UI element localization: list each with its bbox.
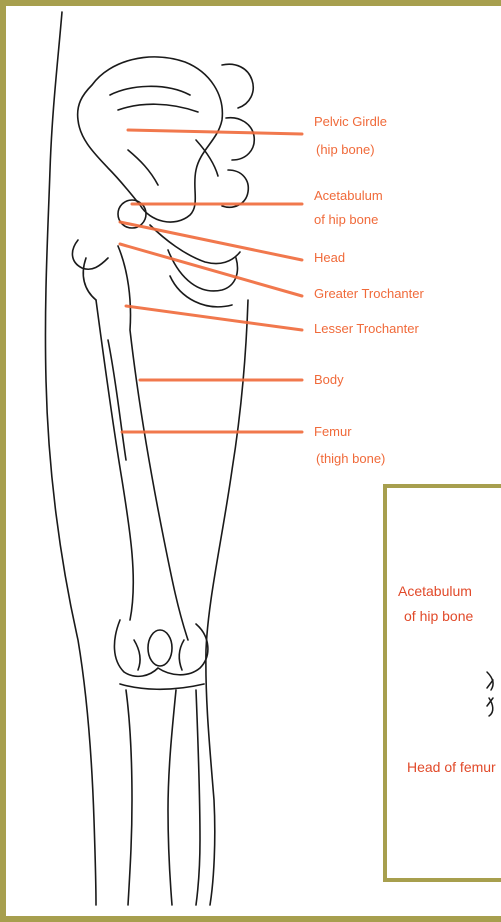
patella: [148, 630, 172, 666]
label-acetabulum: Acetabulum: [314, 188, 383, 204]
femur-shaft-left: [96, 300, 133, 620]
inset-label-acetabulum: Acetabulum: [398, 581, 472, 601]
knee-condyles: [114, 620, 207, 676]
leader-greater-trochanter: [120, 244, 302, 296]
inset-label-head-of-femur: Head of femur: [407, 757, 496, 777]
label-pelvic-girdle: Pelvic Girdle: [314, 114, 387, 130]
tibia-right: [168, 690, 176, 905]
tibia-left: [126, 690, 132, 905]
ilium: [78, 57, 223, 222]
fibula: [196, 690, 200, 905]
label-femur-sub: (thigh bone): [316, 451, 385, 467]
label-pelvic-girdle-sub: (hip bone): [316, 142, 375, 158]
inset-label-acetabulum-sub: of hip bone: [404, 606, 473, 626]
leader-head: [120, 222, 302, 260]
leg-outline-right: [206, 300, 248, 905]
label-acetabulum-sub: of hip bone: [314, 212, 378, 228]
label-lesser-trochanter: Lesser Trochanter: [314, 321, 419, 337]
label-head: Head: [314, 250, 345, 266]
leader-lesser-trochanter: [126, 306, 302, 330]
inset-hip-joint-illustration: [383, 484, 501, 882]
label-body: Body: [314, 372, 344, 388]
leader-pelvic-girdle: [128, 130, 302, 134]
label-femur: Femur: [314, 424, 352, 440]
label-greater-trochanter: Greater Trochanter: [314, 286, 424, 302]
greater-trochanter: [72, 240, 108, 269]
inset-panel: Acetabulum of hip bone Head of femur: [383, 484, 501, 882]
